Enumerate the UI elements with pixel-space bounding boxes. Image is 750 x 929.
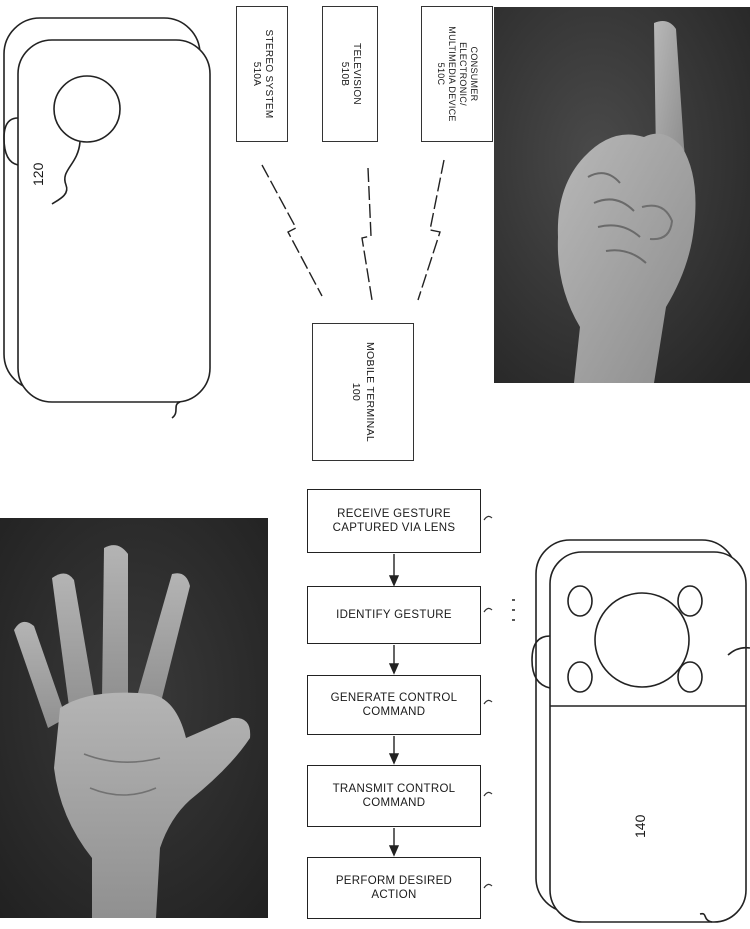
pointing-hand-image <box>494 7 750 383</box>
phone-front-reference-label: 140 <box>632 814 648 838</box>
television-box: TELEVISION 510B <box>322 6 378 142</box>
pinky-finger <box>14 621 66 728</box>
raised-index-finger <box>654 21 685 165</box>
phone-front-light-tr <box>677 585 703 617</box>
phone-rear-side-button <box>3 117 19 166</box>
consumer-device-text: CONSUMER ELECTRONIC/ MULTIMEDIA DEVICE 5… <box>436 26 479 122</box>
television-text: TELEVISION 510B <box>339 43 362 105</box>
pointing-hand-photo <box>494 7 750 383</box>
consumer-device-box: CONSUMER ELECTRONIC/ MULTIMEDIA DEVICE 5… <box>421 6 493 142</box>
mobile-terminal-text: MOBILE TERMINAL 100 <box>350 342 376 442</box>
thumb-outline <box>641 204 674 241</box>
flow-ref-ticks <box>483 515 493 889</box>
phone-front-ref-tick <box>699 912 713 923</box>
open-palm-photo <box>0 518 268 918</box>
flow-step-identify-gesture: IDENTIFY GESTURE <box>307 586 481 644</box>
phone-front-lead-line <box>727 646 750 656</box>
phone-front-side-button <box>531 635 551 689</box>
wireless-links <box>261 159 445 301</box>
phone-rear-lead-line <box>51 141 81 205</box>
phone-front-light-br <box>677 661 703 693</box>
wireless-link-television <box>361 167 373 301</box>
phone-rear-ref-tick <box>171 401 181 419</box>
phone-rear-view <box>3 17 211 419</box>
open-palm-image <box>0 518 268 918</box>
phone-front-view <box>512 539 750 923</box>
flow-arrows <box>388 554 400 857</box>
fist <box>557 133 696 383</box>
middle-finger <box>102 545 128 700</box>
ring-finger <box>52 573 96 714</box>
phone-rear-reference-label: 120 <box>30 162 46 186</box>
phone-front-light-tl <box>567 585 593 617</box>
phone-front-main-lens <box>594 592 690 688</box>
wireless-link-consumer <box>417 159 445 301</box>
phone-front-ref-dashes <box>512 599 515 621</box>
phone-front-light-bl <box>567 661 593 693</box>
index-finger <box>136 573 190 706</box>
palm <box>54 692 251 918</box>
wireless-link-stereo <box>261 164 323 297</box>
phone-rear-lens <box>53 75 121 143</box>
mobile-terminal-box: MOBILE TERMINAL 100 <box>312 323 414 461</box>
stereo-system-text: STEREO SYSTEM 510A <box>251 29 274 119</box>
stereo-system-box: STEREO SYSTEM 510A <box>236 6 288 142</box>
